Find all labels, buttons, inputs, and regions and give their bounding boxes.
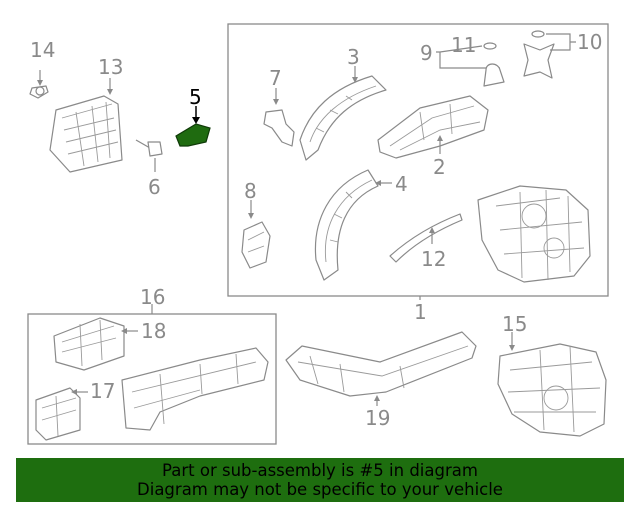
- part-13-panel: [49, 78, 123, 173]
- part-9-11-clips: [436, 30, 576, 87]
- part-17-bracket: [35, 387, 88, 441]
- part-16-rail: [121, 304, 269, 431]
- info-banner: Part or sub-assembly is #5 in diagram Di…: [16, 458, 624, 502]
- callout-18[interactable]: 18: [141, 319, 167, 343]
- callout-12[interactable]: 12: [421, 247, 447, 271]
- callout-14[interactable]: 14: [30, 38, 56, 62]
- part-3-arch: [299, 66, 387, 161]
- group-box-1: [227, 23, 609, 297]
- callout-11[interactable]: 11: [451, 33, 477, 57]
- part-2-rail: [377, 95, 489, 159]
- part-8-bracket: [241, 200, 271, 269]
- callout-8[interactable]: 8: [244, 179, 257, 203]
- part-1-wheelhouse: [477, 185, 591, 283]
- callout-10[interactable]: 10: [577, 30, 603, 54]
- callout-17[interactable]: 17: [90, 379, 116, 403]
- callout-4[interactable]: 4: [395, 172, 408, 196]
- callout-5-highlighted[interactable]: 5: [189, 85, 202, 109]
- callout-6[interactable]: 6: [148, 175, 161, 199]
- callout-1[interactable]: 1: [414, 300, 427, 324]
- part-19-beam: [285, 331, 477, 406]
- banner-line-1: Part or sub-assembly is #5 in diagram: [162, 461, 478, 480]
- part-4-inner-arch: [314, 169, 392, 281]
- part-14-clip: [29, 70, 49, 99]
- part-18-bracket: [53, 317, 138, 371]
- callout-9[interactable]: 9: [420, 41, 433, 65]
- part-6-bolt: [135, 139, 163, 172]
- callout-2[interactable]: 2: [433, 155, 446, 179]
- callout-15[interactable]: 15: [502, 312, 528, 336]
- part-5-sensor: [175, 106, 211, 147]
- callout-7[interactable]: 7: [269, 66, 282, 90]
- callout-16[interactable]: 16: [140, 285, 166, 309]
- banner-line-2: Diagram may not be specific to your vehi…: [137, 480, 503, 499]
- callout-3[interactable]: 3: [347, 45, 360, 69]
- callout-19[interactable]: 19: [365, 406, 391, 430]
- part-12-strip: [389, 213, 463, 263]
- part-7-bracket: [263, 88, 295, 147]
- callout-13[interactable]: 13: [98, 55, 124, 79]
- part-15-panel: [497, 332, 607, 437]
